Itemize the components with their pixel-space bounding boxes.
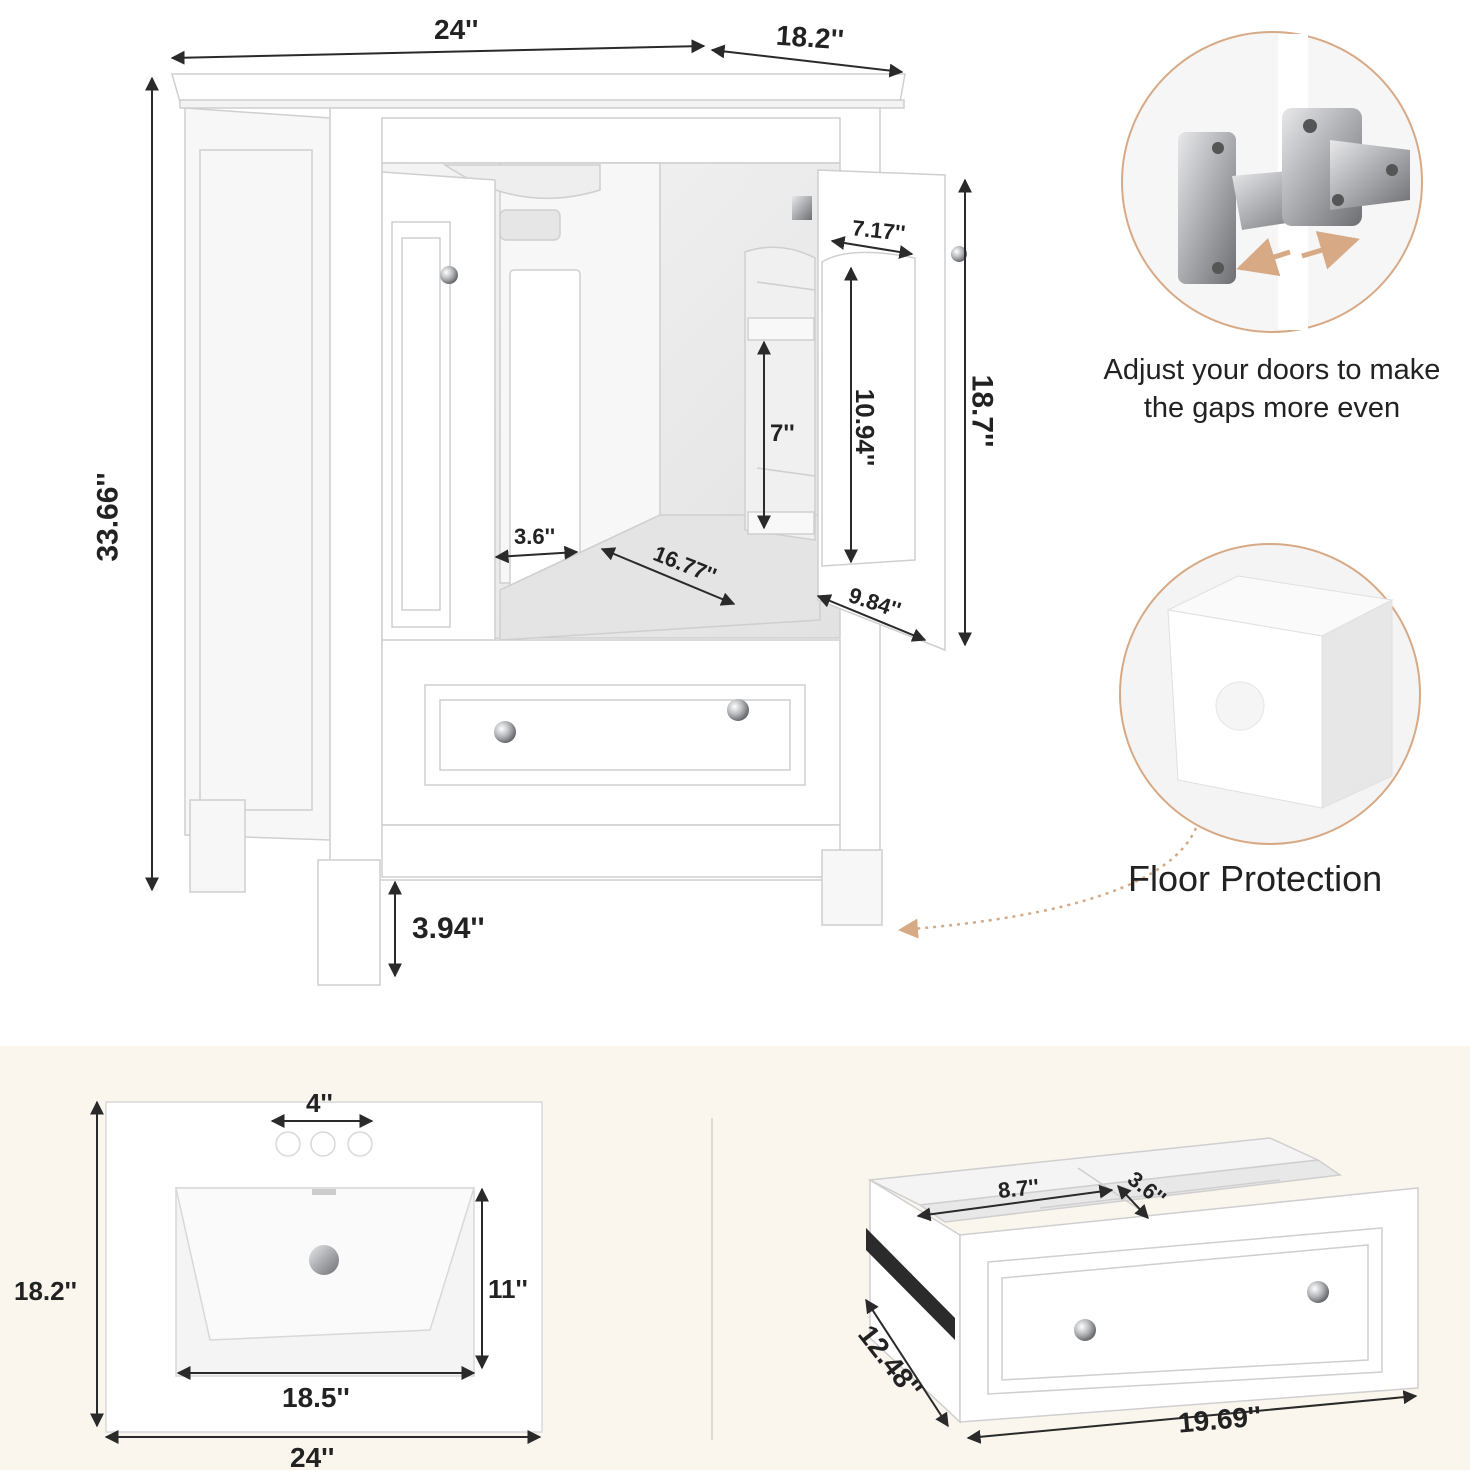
plumbing-cutout-label: 3.6'' — [514, 524, 556, 549]
vanity-height-label: 33.66'' — [91, 472, 125, 562]
basin-width-label: 18.5'' — [282, 1382, 350, 1413]
sink-dimension-lines — [90, 1100, 542, 1444]
vanity-depth-label: 18.2'' — [775, 19, 845, 56]
floor-protection-callout — [898, 543, 1421, 939]
compartment-width-label: 8.7'' — [996, 1173, 1041, 1204]
faucet-spacing-label: 4'' — [306, 1088, 333, 1118]
sink-width-label: 24'' — [290, 1442, 335, 1473]
basin-depth-label: 11'' — [488, 1274, 528, 1304]
drawer-dimension-lines — [865, 1184, 1418, 1444]
vanity-width-label: 24'' — [434, 14, 479, 45]
vanity-cabinet — [171, 73, 967, 986]
shelf-gap-label: 7'' — [770, 420, 795, 447]
vanity-dimension-lines — [145, 39, 972, 978]
door-inner-height-label: 10.94'' — [850, 388, 881, 467]
hinge-caption-line1: Adjust your doors to make — [1103, 354, 1441, 386]
hinge-callout — [1121, 31, 1423, 333]
door-shelf-width-label: 7.17'' — [850, 215, 907, 246]
sink-depth-label: 18.2'' — [14, 1276, 77, 1306]
hinge-caption-line2: the gaps more even — [1143, 392, 1401, 424]
leg-height-label: 3.94'' — [412, 912, 485, 945]
door-height-label: 18.7'' — [965, 374, 999, 448]
floor-protection-caption: Floor Protection — [1128, 858, 1383, 899]
sink-top — [105, 1101, 543, 1433]
